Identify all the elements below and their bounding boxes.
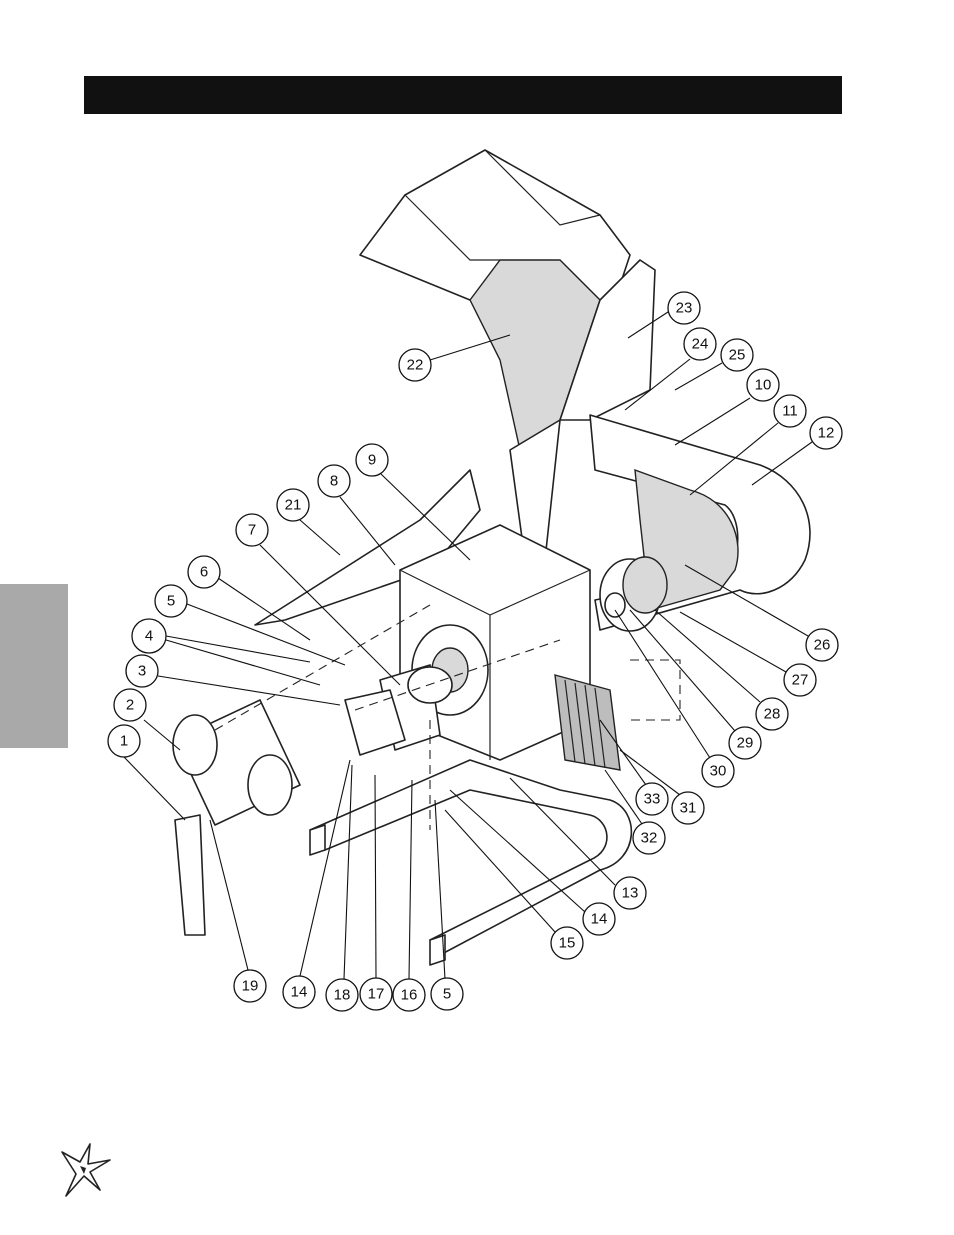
callout-16: 16 [392,779,426,1012]
star-burst-logo-icon [61,1143,111,1197]
callout-11: 11 [689,394,807,496]
svg-text:32: 32 [641,830,658,847]
tank [172,699,301,826]
assembly-axis [214,604,681,830]
svg-text:10: 10 [755,377,772,394]
svg-text:11: 11 [782,403,798,420]
callout-5: 5 [154,584,346,666]
svg-text:14: 14 [591,911,608,928]
svg-text:15: 15 [559,935,576,952]
svg-text:26: 26 [814,637,831,654]
svg-text:22: 22 [407,357,424,374]
callout-17: 17 [359,774,393,1011]
callout-24: 24 [624,327,717,411]
callout-12: 12 [751,416,843,486]
callout-23: 23 [627,291,701,339]
svg-text:21: 21 [285,497,302,514]
svg-text:23: 23 [676,300,693,317]
callout-19: 19 [209,819,267,1003]
callout-27: 27 [679,611,817,697]
hose [174,814,206,936]
side-section-tab [0,584,68,748]
callout-10: 10 [674,368,780,446]
callout-5-bottom: 5 [430,799,464,1011]
svg-text:14: 14 [291,984,308,1001]
pulley [599,556,668,632]
svg-text:24: 24 [692,336,709,353]
callout-15: 15 [444,809,584,960]
callout-21: 21 [276,488,341,556]
callout-8: 8 [317,464,396,566]
callout-4: 4 [131,618,321,686]
svg-text:31: 31 [680,800,697,817]
callout-25: 25 [674,338,754,391]
callout-7: 7 [235,513,401,686]
callout-31: 31 [619,749,705,825]
callout-2: 2 [113,688,181,751]
callout-32: 32 [604,769,666,855]
svg-text:5: 5 [443,986,451,1003]
svg-text:6: 6 [200,564,208,581]
svg-text:3: 3 [138,663,146,680]
svg-text:2: 2 [126,697,134,714]
svg-text:1: 1 [120,733,128,750]
callout-9: 9 [355,443,471,561]
callout-14-right: 14 [449,789,616,936]
svg-text:25: 25 [729,347,746,364]
callout-22: 22 [398,334,511,382]
callout-1: 1 [107,724,186,821]
callout-29: 29 [629,609,762,760]
callout-26: 26 [684,564,839,662]
callout-33: 33 [599,719,669,816]
svg-text:16: 16 [401,987,418,1004]
callout-6: 6 [187,555,311,641]
callout-30: 30 [614,609,735,788]
svg-text:7: 7 [248,522,256,539]
deflector-plate [254,469,481,626]
svg-text:13: 13 [622,885,639,902]
callout-28: 28 [654,609,789,731]
svg-text:29: 29 [737,735,754,752]
callout-18: 18 [325,764,359,1012]
callout-3: 3 [125,654,341,706]
svg-text:18: 18 [334,987,351,1004]
svg-text:17: 17 [368,986,385,1003]
pump-assembly [344,664,453,756]
svg-text:30: 30 [710,763,727,780]
svg-text:5: 5 [167,593,175,610]
svg-text:12: 12 [818,425,835,442]
heat-sink [554,674,621,771]
svg-text:28: 28 [764,706,781,723]
title-bar [84,76,842,114]
svg-text:27: 27 [792,672,809,689]
svg-text:33: 33 [644,791,661,808]
callout-14-left: 14 [282,759,351,1009]
callout-13: 13 [509,777,647,910]
svg-text:4: 4 [145,628,153,645]
chute-hood [359,149,656,561]
svg-text:8: 8 [330,473,338,490]
svg-text:9: 9 [368,452,376,469]
svg-text:19: 19 [242,978,259,995]
